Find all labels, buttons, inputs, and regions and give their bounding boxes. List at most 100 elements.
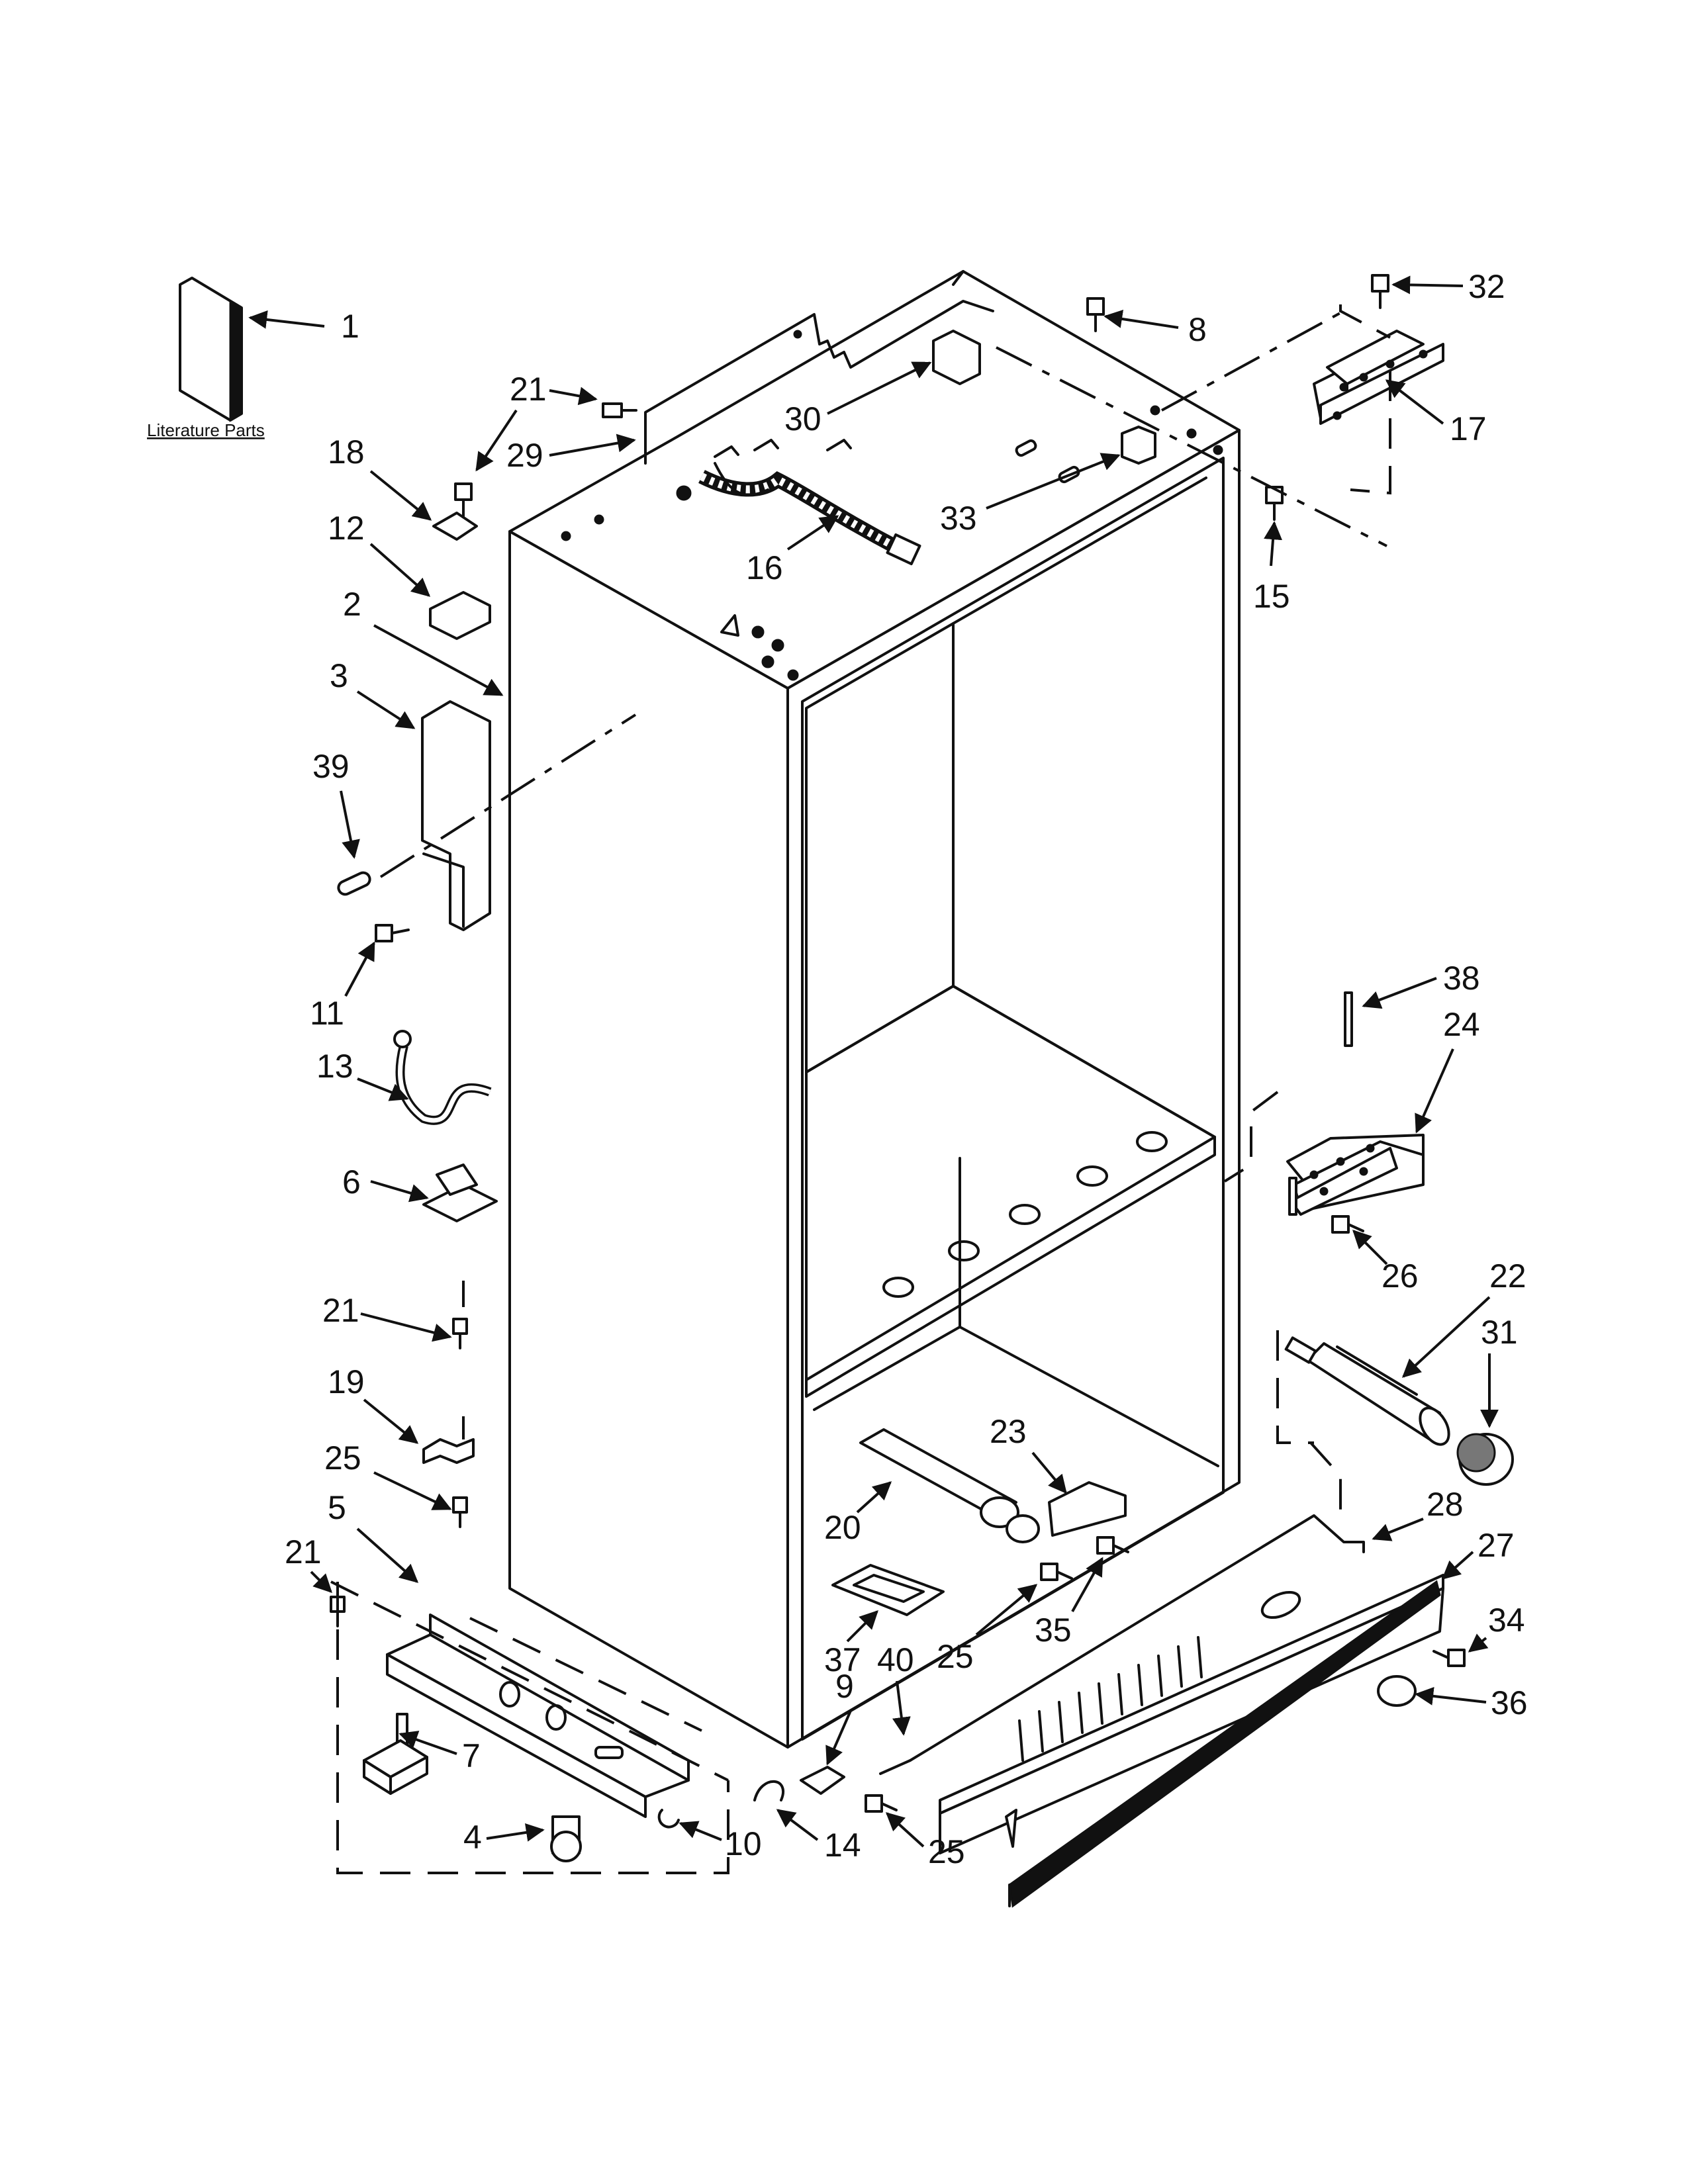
callout-21-b: 21: [322, 1292, 452, 1342]
bracket-23: [1048, 1481, 1127, 1537]
hinge-pin: [1344, 991, 1353, 1047]
callout-17: 17: [1385, 379, 1487, 447]
cap-36: [1377, 1675, 1417, 1707]
top-hinge: [1313, 330, 1444, 425]
clip-9: [800, 1766, 845, 1795]
callout-21-a: 21: [475, 371, 598, 472]
svg-text:31: 31: [1481, 1314, 1518, 1351]
clip-10: [657, 1809, 680, 1829]
svg-text:34: 34: [1488, 1602, 1525, 1639]
svg-text:16: 16: [746, 549, 783, 586]
callout-26: 26: [1352, 1230, 1419, 1295]
pin-39: [337, 871, 371, 896]
assembly-lines: [330, 304, 1391, 1874]
svg-text:7: 7: [462, 1737, 481, 1774]
callout-5: 5: [328, 1489, 419, 1583]
cabinet: [508, 270, 1241, 1749]
svg-text:20: 20: [824, 1509, 861, 1546]
callout-35: 35: [1035, 1557, 1103, 1649]
svg-text:27: 27: [1477, 1527, 1515, 1564]
svg-text:17: 17: [1450, 410, 1487, 447]
callout-21-c: 21: [285, 1533, 332, 1593]
back-panel: [644, 270, 994, 465]
svg-text:39: 39: [312, 748, 350, 785]
svg-text:6: 6: [342, 1163, 361, 1201]
svg-text:11: 11: [310, 995, 344, 1032]
literature-parts-label: Literature Parts: [147, 420, 265, 440]
callout-18: 18: [328, 433, 432, 521]
callout-9: 9: [825, 1668, 854, 1766]
callout-34: 34: [1468, 1602, 1525, 1653]
callout-6: 6: [342, 1163, 429, 1203]
tray-37: [831, 1564, 945, 1616]
callout-12: 12: [328, 510, 431, 597]
svg-text:25: 25: [937, 1638, 974, 1675]
svg-text:26: 26: [1382, 1257, 1419, 1295]
svg-text:24: 24: [1443, 1006, 1480, 1043]
bracket-19: [422, 1438, 475, 1464]
svg-text:23: 23: [990, 1413, 1027, 1450]
callout-25-b: 25: [937, 1584, 1038, 1675]
callout-30: 30: [784, 361, 932, 437]
clip-12: [429, 591, 491, 640]
svg-text:3: 3: [330, 657, 348, 694]
rear-base-plate: [879, 1514, 1365, 1775]
svg-text:14: 14: [824, 1827, 861, 1864]
svg-text:21: 21: [510, 371, 547, 408]
water-tube: [393, 1030, 492, 1125]
svg-text:21: 21: [322, 1292, 359, 1329]
base-grille: [939, 1574, 1444, 1854]
callout-10: 10: [679, 1821, 762, 1862]
svg-text:10: 10: [725, 1825, 762, 1862]
callout-28: 28: [1372, 1486, 1464, 1541]
callout-22: 22: [1401, 1257, 1526, 1378]
svg-text:4: 4: [463, 1819, 482, 1856]
clip-18: [432, 512, 478, 541]
callout-3: 3: [330, 657, 416, 729]
callout-25-c: 25: [885, 1812, 965, 1870]
callout-37: 37: [824, 1610, 878, 1678]
svg-text:2: 2: [343, 586, 361, 623]
callout-32: 32: [1391, 268, 1505, 305]
svg-text:35: 35: [1035, 1612, 1072, 1649]
junction-box-30: [932, 330, 981, 385]
callout-15: 15: [1253, 521, 1290, 615]
front-rail: [386, 1614, 690, 1818]
dispenser-bracket: [421, 700, 491, 931]
hose-14: [753, 1780, 784, 1801]
literature-book: [179, 277, 243, 422]
svg-text:28: 28: [1427, 1486, 1464, 1523]
svg-text:29: 29: [506, 437, 543, 474]
svg-text:40: 40: [877, 1641, 914, 1678]
callout-14: 14: [776, 1809, 861, 1864]
callout-4: 4: [463, 1819, 545, 1856]
svg-text:25: 25: [928, 1833, 965, 1870]
valve-20: [859, 1428, 1040, 1543]
callout-16: 16: [746, 515, 839, 586]
callout-23: 23: [990, 1413, 1067, 1494]
svg-text:8: 8: [1188, 311, 1207, 348]
svg-text:33: 33: [940, 500, 977, 537]
callout-40: 40: [877, 1641, 914, 1736]
callout-39: 39: [312, 748, 360, 859]
water-filter: [1284, 1336, 1450, 1446]
svg-text:13: 13: [316, 1048, 353, 1085]
callout-27: 27: [1441, 1527, 1515, 1580]
callout-20: 20: [824, 1481, 892, 1546]
callout-24: 24: [1415, 1006, 1480, 1134]
middle-hinge: [1286, 1134, 1425, 1216]
svg-text:21: 21: [285, 1533, 322, 1570]
svg-text:30: 30: [784, 400, 821, 437]
svg-text:12: 12: [328, 510, 365, 547]
filter-cap: [1456, 1433, 1514, 1486]
screws: [330, 274, 1466, 1813]
connector-33: [1121, 426, 1156, 465]
callout-1: 1: [248, 308, 359, 345]
svg-text:5: 5: [328, 1489, 346, 1526]
svg-text:22: 22: [1489, 1257, 1526, 1295]
svg-text:18: 18: [328, 433, 365, 471]
callout-31: 31: [1480, 1314, 1518, 1428]
svg-text:38: 38: [1443, 960, 1480, 997]
svg-text:19: 19: [328, 1363, 365, 1400]
